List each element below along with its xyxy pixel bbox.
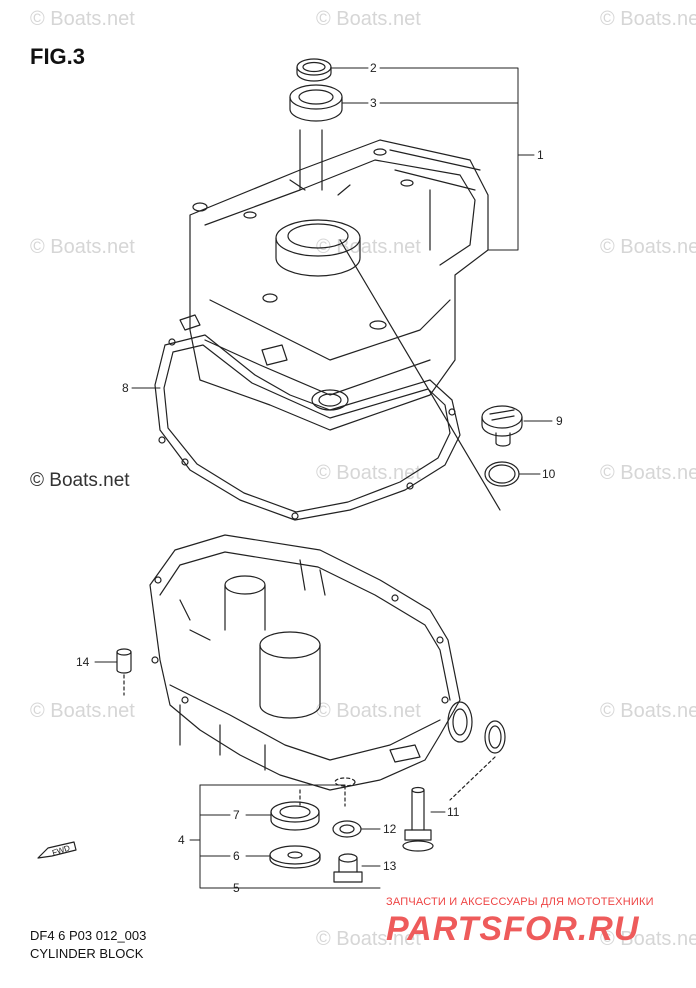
callout-2: 2 bbox=[370, 61, 377, 75]
part-14-dowel bbox=[116, 648, 132, 696]
figure-code: DF4 6 P03 012_003 bbox=[30, 928, 147, 943]
crankcase-lower bbox=[149, 534, 461, 807]
callout-12: 12 bbox=[383, 822, 397, 836]
part-10-o-ring bbox=[484, 461, 520, 487]
figure-caption: CYLINDER BLOCK bbox=[30, 946, 144, 961]
callout-10: 10 bbox=[542, 467, 556, 481]
cylinder-block-upper bbox=[179, 129, 501, 511]
watermark: © Boats.net bbox=[316, 928, 421, 950]
callout-8: 8 bbox=[122, 381, 129, 395]
brand-subtitle: ЗАПЧАСТИ И АКСЕССУАРЫ ДЛЯ МОТОТЕХНИКИ bbox=[386, 896, 654, 908]
part-11-bolt bbox=[402, 786, 434, 852]
watermark: © Boats.net bbox=[600, 928, 696, 950]
callout-7: 7 bbox=[233, 808, 240, 822]
watermark: © Boats.net bbox=[600, 8, 696, 30]
side-seal bbox=[447, 701, 506, 801]
watermark: © Boats.net bbox=[316, 700, 421, 722]
callout-4: 4 bbox=[178, 833, 185, 847]
callout-9: 9 bbox=[556, 414, 563, 428]
part-9-plug bbox=[481, 405, 523, 447]
part-12-washer bbox=[332, 820, 362, 838]
watermark: © Boats.net bbox=[30, 700, 135, 722]
part-13-plug bbox=[333, 853, 363, 883]
watermark: © Boats.net bbox=[30, 470, 130, 491]
callout-1: 1 bbox=[537, 148, 544, 162]
callout-14: 14 bbox=[76, 655, 90, 669]
figure-title: FIG.3 bbox=[30, 44, 86, 69]
leader-lines bbox=[94, 67, 553, 889]
watermark: © Boats.net bbox=[600, 236, 696, 258]
watermark: © Boats.net bbox=[30, 236, 135, 258]
callout-6: 6 bbox=[233, 849, 240, 863]
callout-13: 13 bbox=[383, 859, 397, 873]
part-3-bearing bbox=[289, 84, 343, 122]
watermark: © Boats.net bbox=[600, 700, 696, 722]
watermark: © Boats.net bbox=[600, 462, 696, 484]
callout-5: 5 bbox=[233, 881, 240, 895]
watermark: © Boats.net bbox=[30, 8, 135, 30]
fwd-arrow bbox=[37, 841, 77, 859]
brand-name: PARTSFOR.RU bbox=[386, 910, 640, 948]
part-7-seal bbox=[270, 801, 320, 831]
watermark: © Boats.net bbox=[316, 462, 421, 484]
part-8-gasket bbox=[154, 334, 461, 521]
part-6-washer bbox=[269, 845, 321, 869]
callout-11: 11 bbox=[447, 805, 460, 819]
callout-3: 3 bbox=[370, 96, 377, 110]
watermark: © Boats.net bbox=[316, 8, 421, 30]
part-2-seal bbox=[296, 58, 332, 82]
